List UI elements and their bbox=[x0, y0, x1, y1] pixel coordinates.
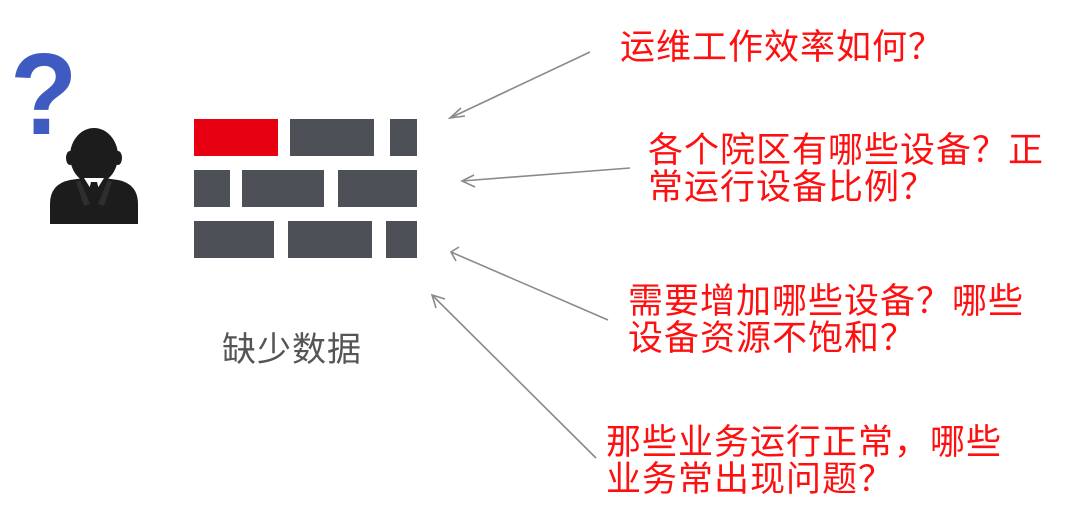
question-mark-icon: ? bbox=[10, 29, 78, 159]
brick bbox=[288, 221, 372, 258]
wall-caption: 缺少数据 bbox=[222, 330, 362, 370]
arrow-4 bbox=[431, 294, 597, 459]
question-3: 需要增加哪些设备？哪些 设备资源不饱和？ bbox=[628, 284, 1024, 358]
person-tie bbox=[89, 182, 99, 210]
person-left-ear bbox=[66, 151, 74, 165]
person-right-lapel bbox=[98, 180, 112, 206]
question-1: 运维工作效率如何？ bbox=[620, 30, 944, 67]
person-icon bbox=[50, 128, 138, 224]
arrow-1 bbox=[449, 51, 591, 119]
arrow-2 bbox=[461, 167, 631, 182]
arrow-3 bbox=[450, 251, 609, 321]
question-2-line-1: 各个院区有哪些设备？正 bbox=[648, 131, 1045, 171]
brick bbox=[194, 221, 274, 258]
question-2: 各个院区有哪些设备？正 常运行设备比例？ bbox=[648, 133, 1044, 207]
person-left-lapel bbox=[76, 180, 90, 206]
arrow-4-head bbox=[430, 293, 446, 309]
brick bbox=[390, 119, 417, 156]
question-3-line-1: 需要增加哪些设备？哪些 bbox=[628, 282, 1025, 322]
brick bbox=[386, 221, 417, 258]
brick bbox=[194, 170, 230, 207]
question-2-line-2: 常运行设备比例？ bbox=[648, 168, 937, 208]
person-head bbox=[70, 128, 118, 184]
brick bbox=[338, 170, 417, 207]
arrow-1-head bbox=[447, 107, 466, 120]
question-4: 那些业务运行正常，哪些 业务常出现问题？ bbox=[606, 425, 1002, 499]
question-3-line-2: 设备资源不饱和？ bbox=[628, 319, 917, 359]
question-1-line-1: 运维工作效率如何？ bbox=[620, 28, 945, 68]
arrow-3-head bbox=[449, 246, 460, 262]
brick bbox=[290, 119, 374, 156]
question-4-line-2: 业务常出现问题？ bbox=[606, 460, 895, 500]
arrow-2-head bbox=[460, 174, 476, 188]
highlighted-brick bbox=[194, 119, 278, 156]
person-right-ear bbox=[114, 151, 122, 165]
question-4-line-1: 那些业务运行正常，哪些 bbox=[606, 423, 1003, 463]
brick bbox=[242, 170, 324, 207]
